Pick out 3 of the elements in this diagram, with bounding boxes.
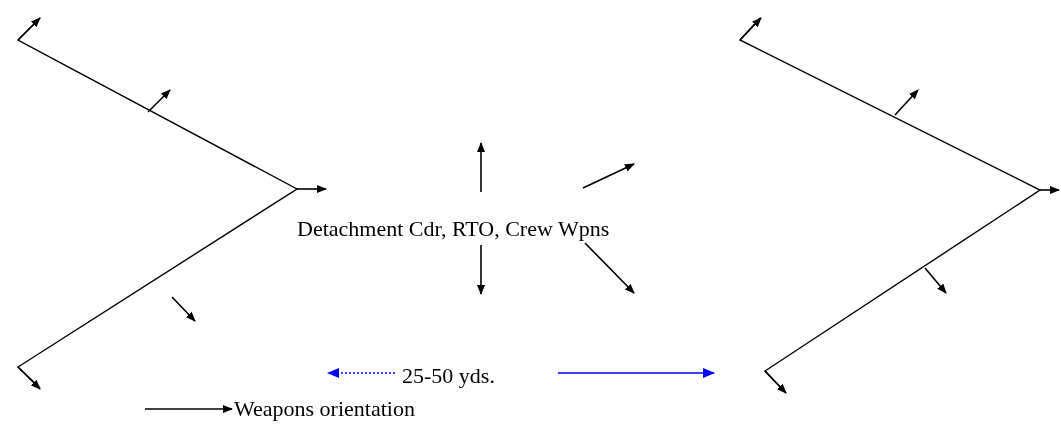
legend-label: Weapons orientation	[234, 398, 415, 420]
commander-label: Detachment Cdr, RTO, Crew Wpns	[297, 218, 610, 240]
distance-label: 25-50 yds.	[402, 365, 495, 387]
